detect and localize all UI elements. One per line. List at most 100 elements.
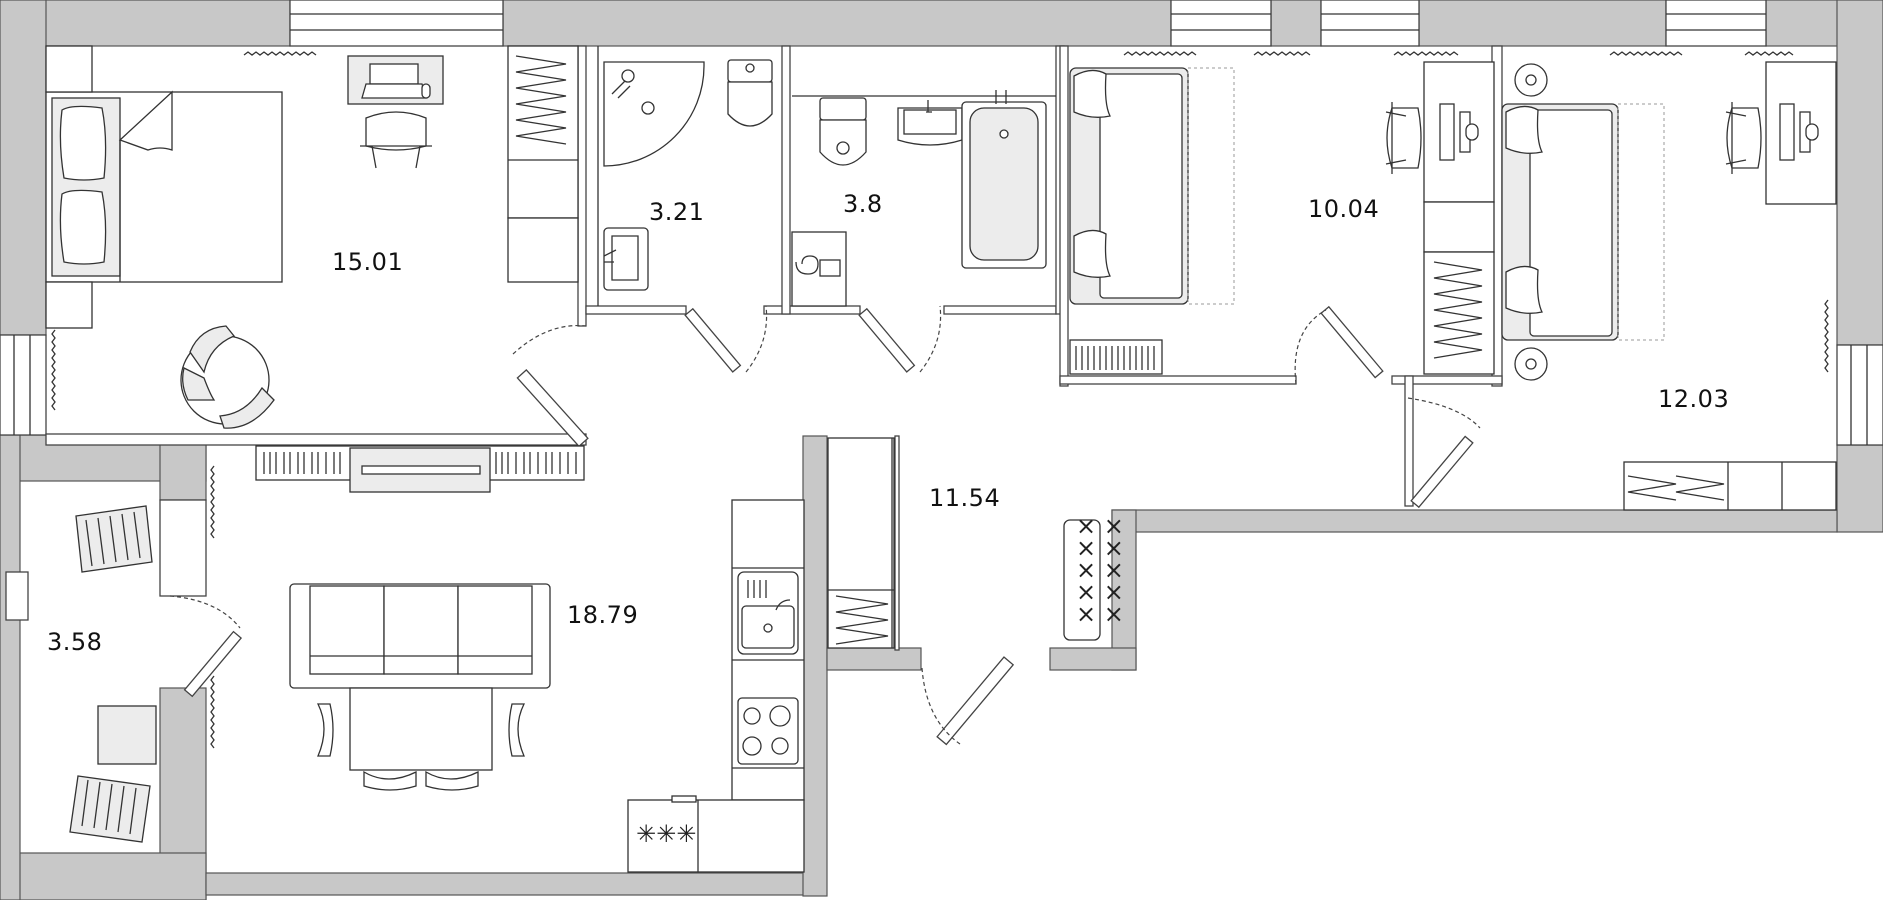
- svg-text:× ×: × ×: [1076, 534, 1124, 562]
- partition-hall-wardrobe: [1404, 375, 1414, 507]
- partition-bedroom2-bottom-right: [1391, 375, 1503, 385]
- wall-top-center: [502, 0, 1172, 47]
- area-label-bedroom-2: 10.04: [1308, 195, 1379, 223]
- wall-kitchen-right: [802, 435, 828, 897]
- kitchen-sink: [737, 571, 799, 655]
- window-bedroom-2b: [1320, 0, 1420, 47]
- radiators: [51, 51, 1829, 749]
- desk-chair-1: [360, 111, 432, 169]
- radiator-9: [210, 465, 215, 539]
- washroom-fixtures: [791, 90, 1047, 307]
- wardrobe-1: [507, 45, 579, 283]
- cooktop: [737, 697, 799, 765]
- door-entrance: [921, 656, 1015, 746]
- door-bedroom-1: [512, 324, 589, 448]
- balcony-furniture: [69, 505, 157, 843]
- washing-machine: [791, 231, 847, 307]
- living-furniture: ✳✳✳: [289, 499, 805, 873]
- wall-top-right: [1418, 0, 1667, 47]
- svg-text:× ×: × ×: [1076, 600, 1124, 628]
- shower-head: [611, 69, 635, 99]
- radiator-3: [1253, 51, 1311, 56]
- wall-top-pier: [1270, 0, 1322, 47]
- bathroom-fixtures: [603, 59, 773, 291]
- bedroom-2-furniture: [1069, 61, 1495, 375]
- wardrobe-2: [1423, 201, 1495, 375]
- window-bedroom-2a: [1170, 0, 1272, 47]
- radiator-10: [210, 675, 215, 749]
- toilet-wc: [819, 97, 867, 166]
- wall-left-upper: [0, 0, 47, 336]
- door-bedroom-3: [1407, 397, 1481, 509]
- toilet-bath: [727, 59, 773, 127]
- partition-bath-bottom-left: [585, 305, 687, 315]
- window-bedroom-1-side: [0, 334, 47, 436]
- doors: [169, 305, 1481, 746]
- partition-hall-closet: [894, 435, 900, 651]
- room-labels: 15.01 3.21 3.8 10.04 12.03 11.54 18.79 3…: [47, 190, 1729, 656]
- partitions: [45, 45, 1503, 651]
- laptop-desk: [347, 55, 444, 105]
- bedroom-1-furniture: [45, 45, 585, 493]
- window-bedroom-3: [1665, 0, 1767, 47]
- double-bed: [45, 90, 283, 283]
- area-label-balcony: 3.58: [47, 628, 102, 656]
- wall-bottom: [205, 872, 827, 896]
- sink-wc: [897, 100, 963, 146]
- nightstand-1: [45, 45, 93, 329]
- desk-chair-2: [1385, 102, 1422, 174]
- area-label-living-kitchen: 18.79: [567, 601, 638, 629]
- shower-tray: [603, 61, 705, 167]
- wall-entry-left: [826, 647, 922, 671]
- sofa: [289, 583, 551, 689]
- area-label-bedroom-1: 15.01: [332, 248, 403, 276]
- area-label-hallway: 11.54: [929, 484, 1000, 512]
- single-bed-2: [1069, 67, 1235, 305]
- lamp-top: [1514, 63, 1548, 97]
- partition-bath-bottom-mid: [763, 305, 861, 315]
- desk-chair-3: [1725, 102, 1762, 174]
- wall-right-upper: [1836, 0, 1883, 346]
- wall-hall-notch: [1111, 509, 1137, 671]
- partition-balcony-stub: [159, 499, 207, 597]
- balcony-table: [97, 705, 157, 765]
- hallway-furniture: × × × × × × × × × ×: [827, 437, 1124, 649]
- radiator-2: [1123, 51, 1197, 56]
- desk-2: [1423, 61, 1495, 203]
- window-balcony: [5, 571, 29, 621]
- partition-wc-bottom: [943, 305, 1057, 315]
- dining-chairs: [316, 703, 526, 791]
- radiator-6: [1744, 51, 1794, 56]
- partition-bath-wc: [781, 45, 791, 315]
- bookshelf: [1069, 339, 1163, 375]
- window-bedroom-3-side: [1836, 344, 1883, 446]
- wall-right-lower: [1836, 444, 1883, 533]
- svg-text:× ×: × ×: [1076, 512, 1124, 540]
- single-bed-3: [1501, 103, 1665, 341]
- wall-balcony-left: [0, 434, 21, 900]
- balcony-chair-top: [75, 505, 153, 573]
- radiator-7: [51, 329, 56, 411]
- wall-balcony-bottom: [0, 852, 207, 900]
- shoe-rack: × × × × × × × × × ×: [1063, 512, 1124, 641]
- area-label-bathroom: 3.21: [649, 198, 704, 226]
- wardrobe-3: [1623, 461, 1837, 511]
- armchair: [180, 325, 275, 429]
- bedroom-3-furniture: [1501, 61, 1837, 511]
- radiator-8: [1824, 299, 1829, 373]
- door-bathroom: [684, 305, 768, 373]
- svg-text:× ×: × ×: [1076, 556, 1124, 584]
- hall-wardrobe: [827, 437, 895, 649]
- partition-bedroom1-bath: [577, 45, 587, 327]
- windows: [0, 0, 1883, 621]
- door-balcony: [169, 595, 243, 698]
- radiator-5: [1609, 51, 1683, 56]
- bathtub: [961, 90, 1047, 269]
- balcony-chair-bottom: [69, 775, 151, 843]
- kitchen-bottom-counter: [627, 795, 805, 873]
- sink-bath: [603, 227, 649, 291]
- wall-hall-bottom: [1111, 509, 1838, 533]
- door-bedroom-2: [1294, 305, 1384, 385]
- dining-table: [349, 687, 493, 771]
